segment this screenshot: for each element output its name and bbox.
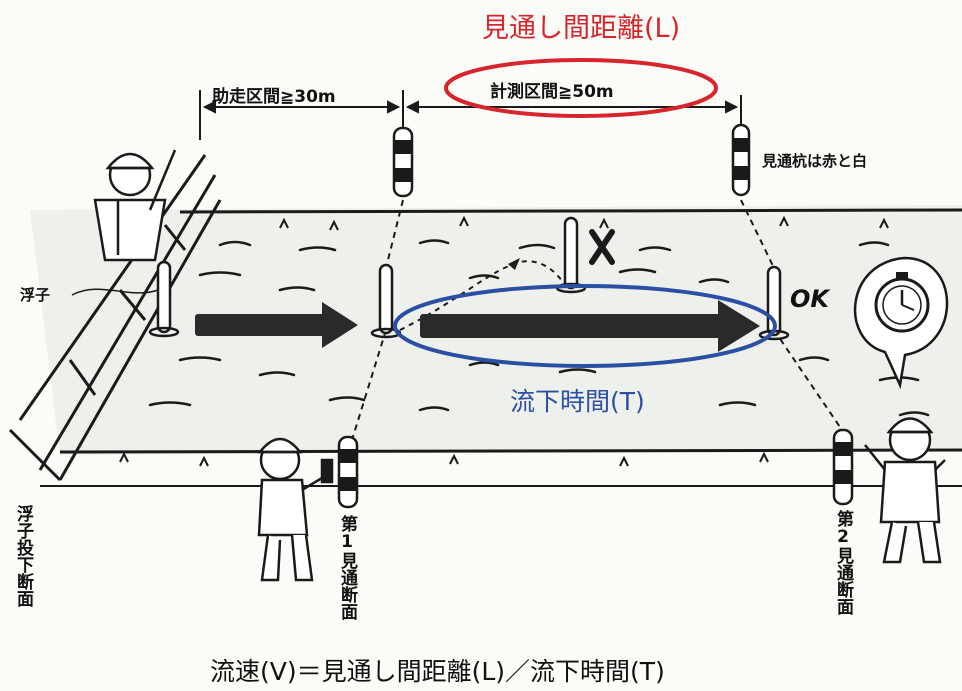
sight-lines [351,199,843,441]
stake-near-2 [832,428,854,506]
float-section-1 [370,263,402,339]
far-bank-line [179,208,962,214]
stopwatch-bubble [853,256,949,390]
float-drop [148,260,180,338]
flow-time-label: 流下時間(T) [510,387,645,416]
stake-color-note: 見通杭は赤と白 [762,152,868,170]
float-drift-arrowhead [508,258,520,270]
distance-ellipse [444,58,718,118]
worker-drop-figure [93,149,177,262]
grass-tufts [119,215,889,467]
measure-section-label: 計測区間≧50m [490,82,614,102]
stake-far-2 [731,123,751,197]
flow-arrow-2 [420,300,760,352]
velocity-formula: 流速(V)＝見通し間距離(L)／流下時間(T) [210,657,665,686]
float-leader-line [71,288,159,296]
second-sight-section-label: 第2見通断面 [833,510,853,615]
stake-near-1 [337,435,359,509]
flow-arrow-1 [195,302,358,348]
stake-far-1 [392,126,414,198]
float-label: 浮子 [20,286,51,304]
bridge-railing [8,154,222,482]
ok-mark: OK [790,285,829,313]
x-mark [589,229,615,265]
float-drop-section-label: 浮子投下断面 [13,505,33,607]
worker-section-2-figure [864,417,946,564]
flow-time-ellipse [393,284,777,368]
near-bank-line [59,448,962,454]
worker-section-1-figure [257,437,334,582]
distance-title: 見通し間距離(L) [482,13,681,44]
run-up-section-label: 助走区間≧30m [212,87,336,107]
first-sight-section-label: 第1見通断面 [337,515,357,620]
